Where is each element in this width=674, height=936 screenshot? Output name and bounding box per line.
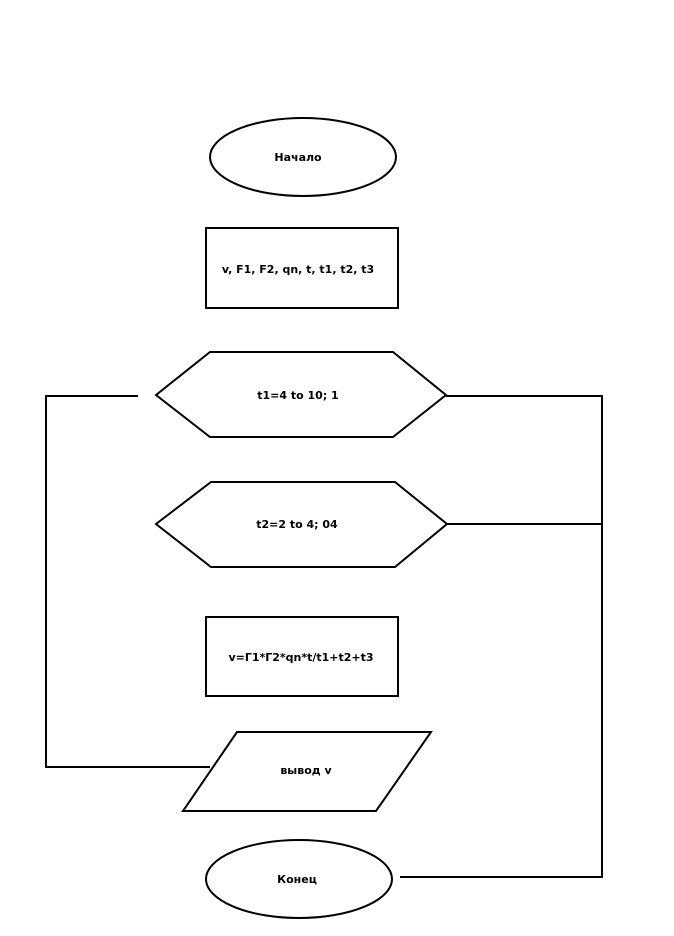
process-block: v=Г1*Г2*qn*t/t1+t2+t3 xyxy=(205,616,399,697)
output-label: вывод v xyxy=(280,764,332,777)
process-label: v=Г1*Г2*qn*t/t1+t2+t3 xyxy=(228,651,373,664)
loop1-exit-line xyxy=(400,395,603,878)
start-terminator: Начало xyxy=(209,117,397,197)
loop1-hexagon: t1=4 to 10; 1 xyxy=(154,351,448,438)
output-parallelogram: вывод v xyxy=(181,731,433,812)
start-label: Начало xyxy=(274,151,322,164)
loop1-return-line xyxy=(45,395,210,768)
end-label: Конец xyxy=(277,873,317,886)
input-label: v, F1, F2, qn, t, t1, t2, t3 xyxy=(222,263,374,276)
input-block: v, F1, F2, qn, t, t1, t2, t3 xyxy=(205,227,399,309)
loop2-label: t2=2 to 4; 04 xyxy=(256,518,338,531)
end-terminator: Конец xyxy=(205,839,393,919)
loop1-label: t1=4 to 10; 1 xyxy=(257,389,338,402)
loop2-hexagon: t2=2 to 4; 04 xyxy=(154,481,449,568)
